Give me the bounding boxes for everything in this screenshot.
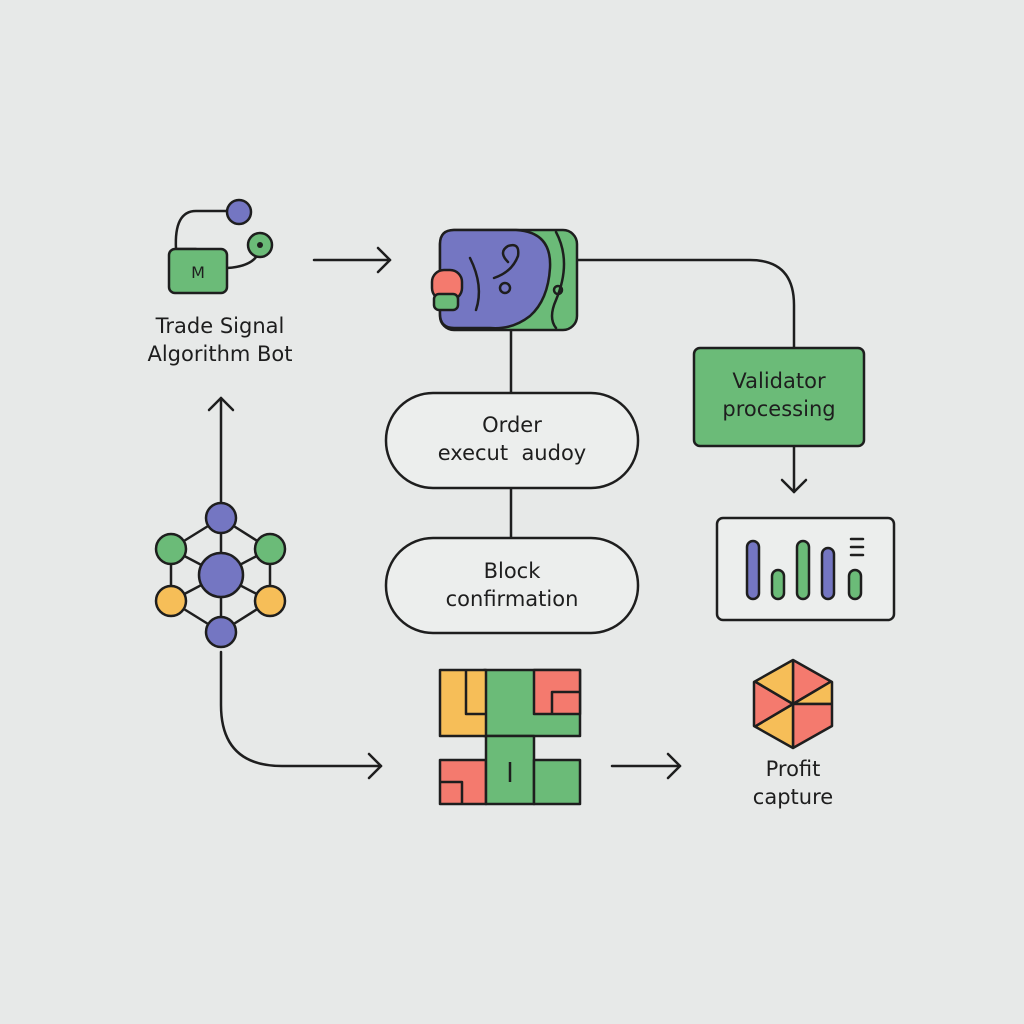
validator-line1: Validator [732,369,826,393]
bot-nodes-icon [167,198,274,295]
trade-signal-bot-label: Trade Signal Algorithm Bot [120,312,320,369]
profit-capture-label: Profit capture [718,755,868,812]
trade-signal-line1: Trade Signal [155,314,285,338]
hexagon-icon [752,658,834,750]
trade-signal-line2: Algorithm Bot [147,342,293,367]
profit-line1: Profit [765,757,821,781]
connector-card-to-validator [576,258,796,350]
order-execution-line2: execut audoy [437,441,587,466]
block-confirmation-line1: Block [483,559,541,583]
brain-card-icon [430,228,579,332]
order-execution-node [384,391,640,490]
block-confirmation-label: Block confirmation [386,557,638,614]
bar-chart-icon [715,516,896,622]
arrow-network-to-grid [219,650,383,768]
order-execution-label: Order execut audoy [386,411,638,468]
bot-badge-letter: M [191,263,205,282]
order-execution-line1: Order [482,413,542,437]
profit-line2: capture [752,785,834,810]
block-confirmation-line2: confirmation [445,587,579,612]
validator-processing-label: Validator processing [694,367,864,424]
block-confirmation-node [384,536,640,635]
validator-line2: processing [722,397,836,422]
validator-processing-node [692,346,866,448]
network-graph-icon [154,501,287,649]
block-grid-icon [438,668,582,806]
connector-arrows [207,246,808,780]
